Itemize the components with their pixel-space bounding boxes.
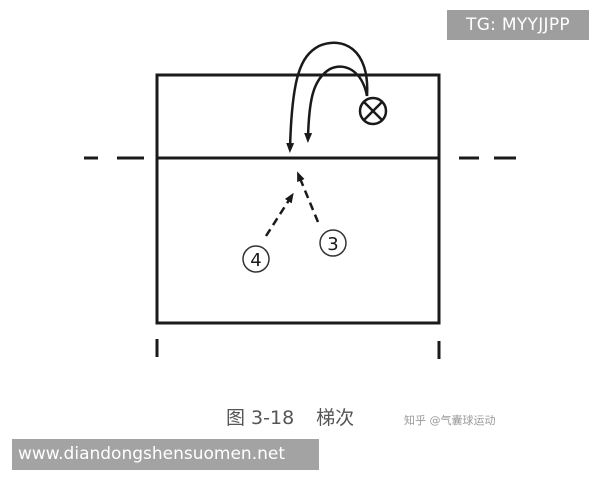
circle-x-icon [358,96,388,126]
figure-caption: 图 3-18 梯次 [226,404,354,432]
player-label-4: 4 [250,250,261,271]
curved-arrow-inner [304,65,369,143]
tg-badge: TG: MYYJJPP [447,10,589,40]
player-label-3: 3 [327,234,338,255]
player-marker-3: 3 [319,229,347,257]
figure-title: 梯次 [316,407,355,429]
dashed-arrow-3 [297,171,320,223]
curved-arrow-outer [286,41,369,153]
player-marker-4: 4 [242,245,270,273]
site-banner: www.diandongshensuomen.net [12,439,319,470]
figure-number: 图 3-18 [226,407,295,429]
court-outline [155,73,441,325]
watermark: 知乎 @气囊球运动 [404,414,496,427]
dashed-arrow-4 [264,192,294,237]
